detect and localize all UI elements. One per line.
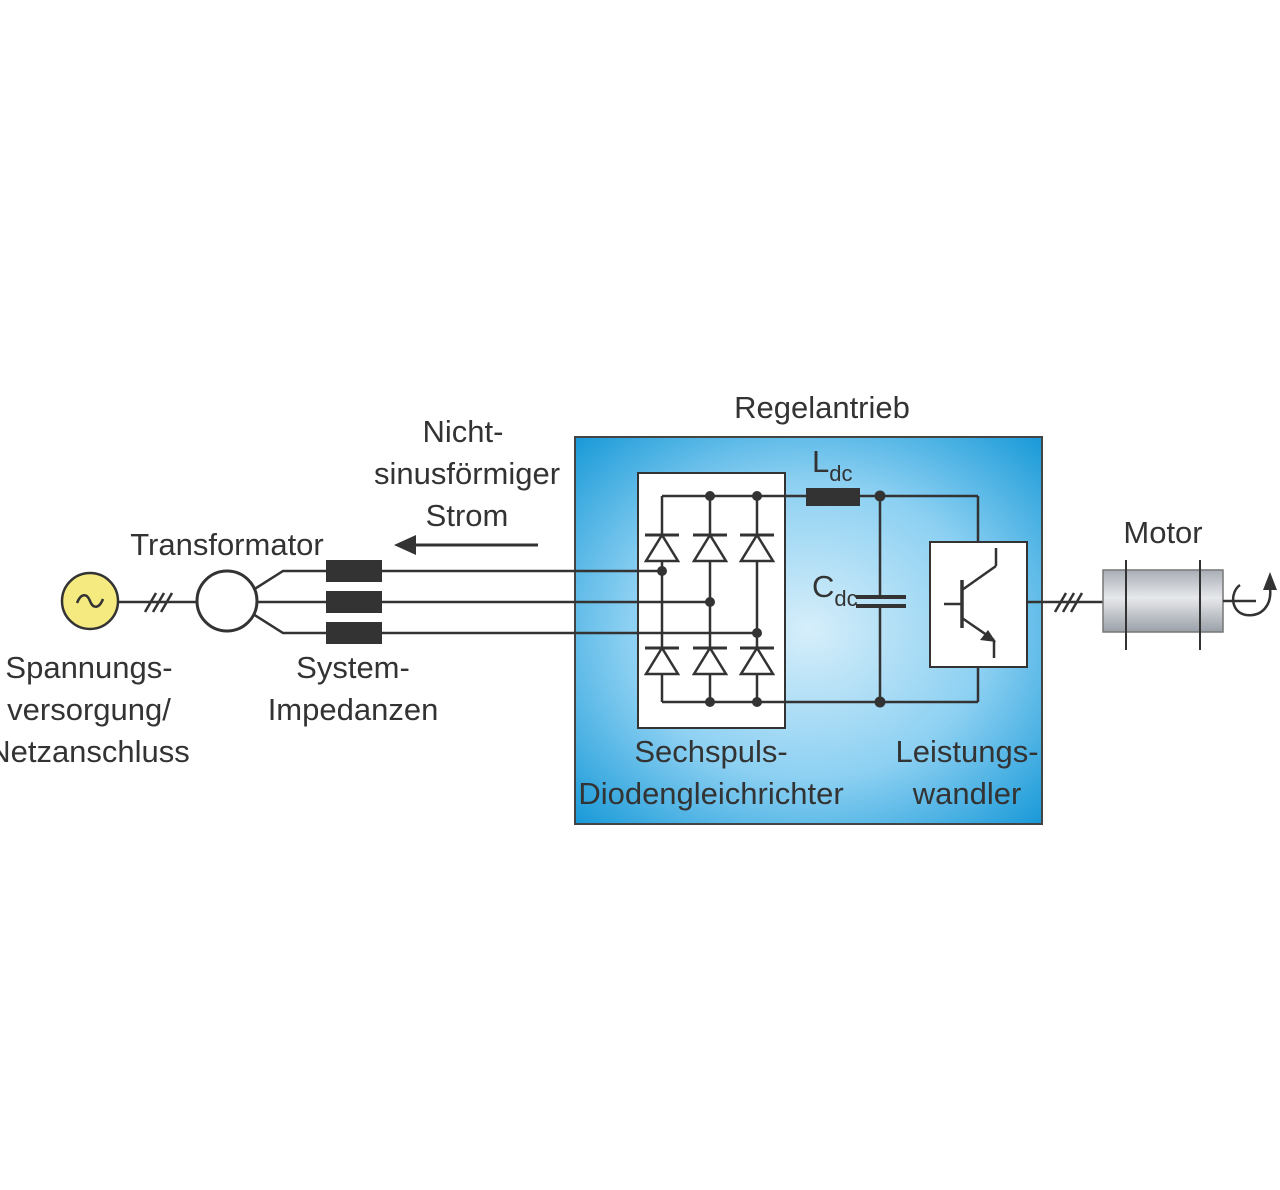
phase-line-l1 bbox=[252, 569, 662, 592]
label-netzanschluss: Netzanschluss bbox=[0, 734, 190, 769]
label-cdc-main: C bbox=[812, 569, 834, 604]
label-ldc-sub: dc bbox=[829, 461, 852, 486]
impedance-icon bbox=[326, 560, 382, 644]
label-leistungs: Leistungs- bbox=[895, 734, 1038, 769]
label-diodengleichrichter: Diodengleichrichter bbox=[578, 776, 843, 811]
label-spannungs: Spannungs- bbox=[5, 650, 172, 685]
label-versorgung: versorgung/ bbox=[7, 692, 171, 727]
label-system: System- bbox=[296, 650, 410, 685]
capacitor-icon bbox=[856, 496, 906, 702]
label-impedanzen: Impedanzen bbox=[268, 692, 439, 727]
label-nicht: Nicht- bbox=[423, 414, 504, 449]
label-strom: Strom bbox=[426, 498, 509, 533]
current-direction-arrow bbox=[394, 535, 538, 555]
phase-line-l3 bbox=[252, 612, 757, 635]
motor-icon bbox=[1102, 560, 1256, 650]
label-sechspuls: Sechspuls- bbox=[634, 734, 787, 769]
label-motor: Motor bbox=[1123, 515, 1202, 550]
rotation-arrow-icon bbox=[1232, 572, 1277, 617]
ac-source-icon bbox=[60, 571, 120, 631]
drive-title: Regelantrieb bbox=[734, 390, 910, 425]
label-transformator: Transformator bbox=[130, 527, 324, 562]
three-phase-mark-supply bbox=[143, 592, 174, 613]
three-phase-mark-motor bbox=[1053, 592, 1084, 613]
transformer-icon bbox=[195, 569, 259, 633]
label-ldc: Ldc bbox=[812, 444, 853, 486]
label-ldc-main: L bbox=[812, 444, 829, 479]
label-sinusfoermiger: sinusförmiger bbox=[374, 456, 560, 491]
label-wandler: wandler bbox=[912, 776, 1022, 811]
transistor-icon bbox=[944, 548, 998, 658]
label-cdc-sub: dc bbox=[834, 586, 857, 611]
label-cdc: Cdc bbox=[812, 569, 858, 611]
inductor-icon bbox=[806, 488, 860, 506]
